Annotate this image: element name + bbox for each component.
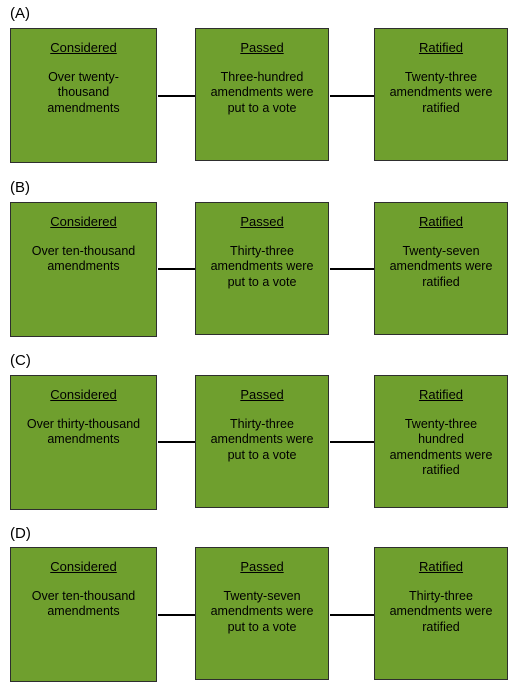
passed-text: Three-hundred amendments were put to a v… <box>210 69 314 115</box>
considered-box: Considered Over thirty-thousand amendmen… <box>10 375 157 510</box>
considered-box: Considered Over ten-thousand amendments <box>10 202 157 337</box>
considered-text: Over ten-thousand amendments <box>31 588 136 619</box>
considered-text: Over thirty-thousand amendments <box>26 416 141 447</box>
considered-box: Considered Over ten-thousand amendments <box>10 547 157 682</box>
ratified-text: Twenty-seven amendments were ratified <box>389 243 493 289</box>
ratified-heading: Ratified <box>418 214 464 229</box>
passed-box: Passed Thirty-three amendments were put … <box>195 375 329 508</box>
passed-box: Passed Twenty-seven amendments were put … <box>195 547 329 680</box>
option-d: (D) Considered Over ten-thousand amendme… <box>0 520 520 693</box>
passed-heading: Passed <box>240 559 284 574</box>
ratified-heading: Ratified <box>418 559 464 574</box>
ratified-box: Ratified Twenty-three amendments were ra… <box>374 28 508 161</box>
passed-heading: Passed <box>240 214 284 229</box>
passed-box: Passed Three-hundred amendments were put… <box>195 28 329 161</box>
ratified-heading: Ratified <box>418 387 464 402</box>
considered-heading: Considered <box>50 214 117 229</box>
option-label: (D) <box>10 525 31 542</box>
ratified-box: Ratified Twenty-seven amendments were ra… <box>374 202 508 335</box>
passed-text: Twenty-seven amendments were put to a vo… <box>210 588 314 634</box>
passed-box: Passed Thirty-three amendments were put … <box>195 202 329 335</box>
considered-heading: Considered <box>50 40 117 55</box>
option-label: (A) <box>10 5 30 22</box>
option-a: (A) Considered Over twenty-thousand amen… <box>0 0 520 173</box>
ratified-box: Ratified Thirty-three amendments were ra… <box>374 547 508 680</box>
considered-box: Considered Over twenty-thousand amendmen… <box>10 28 157 163</box>
passed-heading: Passed <box>240 387 284 402</box>
considered-heading: Considered <box>50 387 117 402</box>
considered-text: Over twenty-thousand amendments <box>47 69 120 115</box>
option-c: (C) Considered Over thirty-thousand amen… <box>0 347 520 520</box>
passed-text: Thirty-three amendments were put to a vo… <box>210 243 314 289</box>
ratified-heading: Ratified <box>418 40 464 55</box>
option-label: (B) <box>10 179 30 196</box>
passed-text: Thirty-three amendments were put to a vo… <box>210 416 314 462</box>
considered-text: Over ten-thousand amendments <box>31 243 136 274</box>
ratified-box: Ratified Twenty-three hundred amendments… <box>374 375 508 508</box>
ratified-text: Thirty-three amendments were ratified <box>389 588 493 634</box>
ratified-text: Twenty-three amendments were ratified <box>389 69 493 115</box>
passed-heading: Passed <box>240 40 284 55</box>
option-label: (C) <box>10 352 31 369</box>
ratified-text: Twenty-three hundred amendments were rat… <box>389 416 493 478</box>
considered-heading: Considered <box>50 559 117 574</box>
option-b: (B) Considered Over ten-thousand amendme… <box>0 174 520 347</box>
